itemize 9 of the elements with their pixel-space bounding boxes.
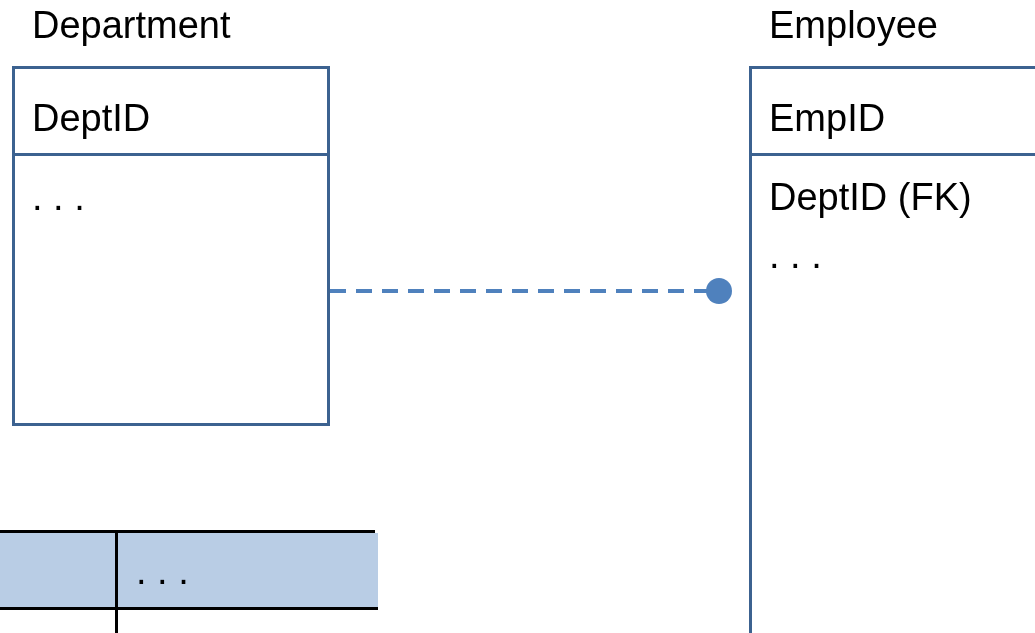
- relationship-line: [330, 278, 732, 304]
- entity-title: Department: [32, 4, 231, 47]
- attribute: . . .: [32, 175, 86, 220]
- attribute: DeptID (FK): [769, 175, 973, 220]
- key-attribute: EmpID: [769, 96, 887, 141]
- entity-title: Employee: [769, 4, 938, 47]
- ellipsis-text: . . .: [136, 550, 189, 592]
- attribute: . . .: [769, 233, 823, 278]
- key-attribute: DeptID: [32, 96, 152, 141]
